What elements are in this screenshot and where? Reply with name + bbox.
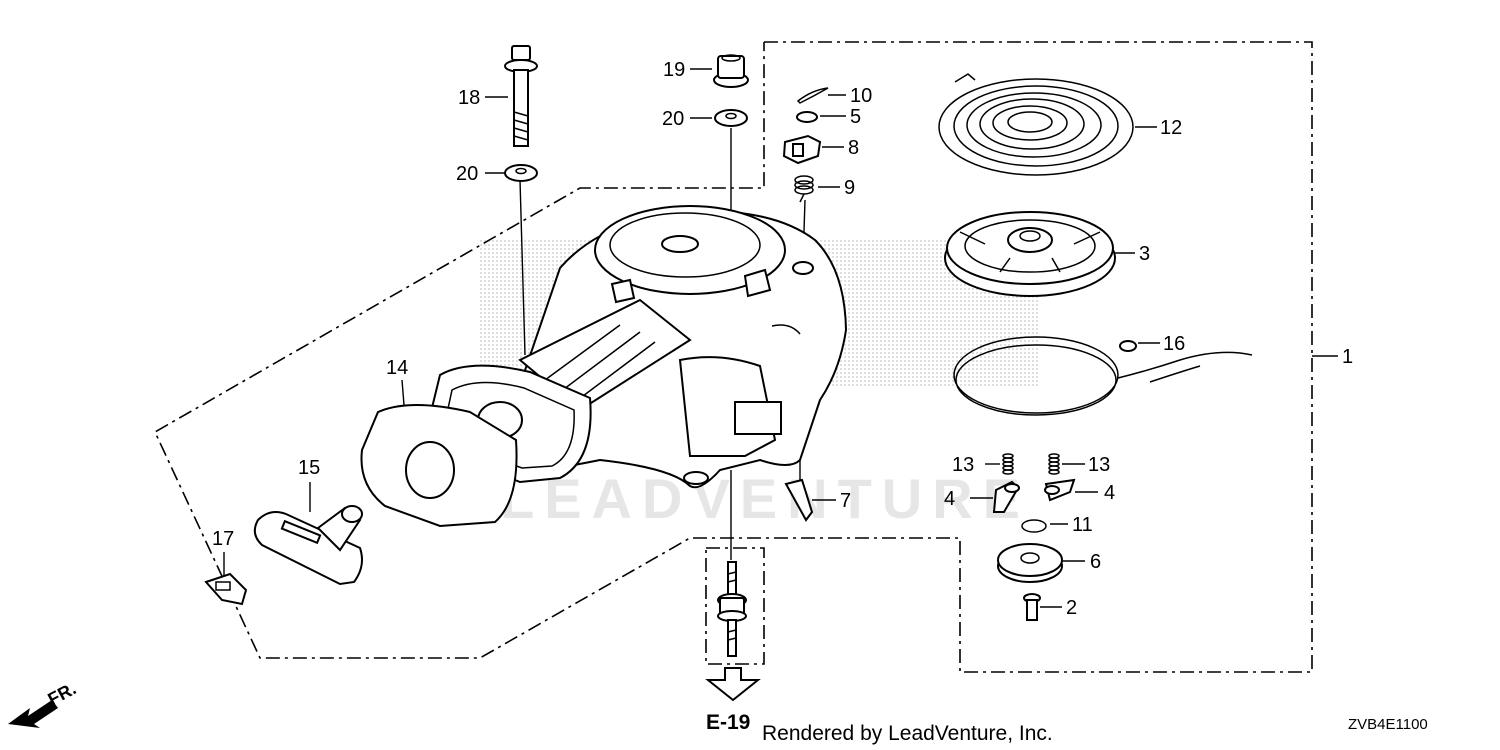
footer-credit: Rendered by LeadVenture, Inc. — [762, 722, 1053, 745]
part-4-ratchet-left — [992, 480, 1020, 513]
part-6-plate — [997, 543, 1063, 583]
part-1-starter-case — [518, 205, 848, 489]
part-20-washer-right — [714, 109, 748, 127]
callout-labels: 1 2 3 4 4 5 6 7 8 9 10 11 12 13 13 14 15… — [212, 59, 1353, 619]
callout-4-left: 4 — [944, 488, 955, 510]
part-18-flange-bolt — [504, 45, 538, 147]
callout-6: 6 — [1090, 551, 1101, 573]
callout-9: 9 — [844, 177, 855, 199]
callout-11: 11 — [1072, 514, 1093, 536]
part-12-recoil-spring — [938, 73, 1134, 176]
part-14-rope-guide — [360, 364, 592, 528]
part-2-screw — [1023, 593, 1041, 621]
reference-arrow[interactable]: E-19 — [705, 667, 761, 734]
callout-5: 5 — [850, 106, 861, 128]
part-8-ratchet-guide — [782, 134, 822, 165]
arrow-down-icon[interactable] — [705, 667, 761, 702]
callout-10: 10 — [850, 85, 872, 107]
part-11-ring — [1021, 519, 1047, 533]
part-3-recoil-reel — [944, 211, 1116, 297]
reference-label[interactable]: E-19 — [706, 711, 750, 734]
part-15-starter-grip — [253, 505, 363, 586]
front-direction: FR. — [8, 678, 79, 728]
callout-13-left: 13 — [952, 454, 974, 476]
callout-8: 8 — [848, 137, 859, 159]
callout-14: 14 — [386, 357, 408, 379]
callout-19: 19 — [663, 59, 685, 81]
part-17-clip — [204, 572, 248, 606]
callout-2: 2 — [1066, 597, 1077, 619]
callout-4-right: 4 — [1104, 482, 1115, 504]
part-13-spring-left — [1002, 453, 1014, 475]
stud-group-outline — [705, 547, 765, 665]
part-stud-bolt — [717, 561, 747, 657]
part-10-clip — [796, 87, 829, 104]
part-5-washer — [796, 111, 818, 123]
callout-20-left: 20 — [456, 163, 478, 185]
callout-15: 15 — [298, 457, 320, 479]
assembly-boundary — [153, 41, 1313, 673]
part-19-flange-nut — [713, 54, 749, 88]
callout-18: 18 — [458, 87, 480, 109]
part-7-clip — [784, 478, 814, 522]
callout-13-right: 13 — [1088, 454, 1110, 476]
callout-1: 1 — [1342, 346, 1353, 368]
callout-3: 3 — [1139, 243, 1150, 265]
part-16-starter-rope — [953, 336, 1253, 416]
callout-17: 17 — [212, 528, 234, 550]
callout-16: 16 — [1163, 333, 1185, 355]
assembly-1-outline — [153, 41, 1313, 673]
diagram-code: ZVB4E1100 — [1348, 716, 1428, 733]
front-arrow-icon — [8, 700, 58, 728]
watermark-text: LEADVENTURE — [500, 467, 1030, 530]
callout-7: 7 — [840, 490, 851, 512]
part-4-ratchet-right — [1044, 478, 1076, 502]
callout-12: 12 — [1160, 117, 1182, 139]
callout-20-right: 20 — [662, 108, 684, 130]
part-9-spring — [794, 175, 814, 203]
part-13-spring-right — [1048, 453, 1060, 475]
part-20-washer-left — [504, 164, 538, 182]
